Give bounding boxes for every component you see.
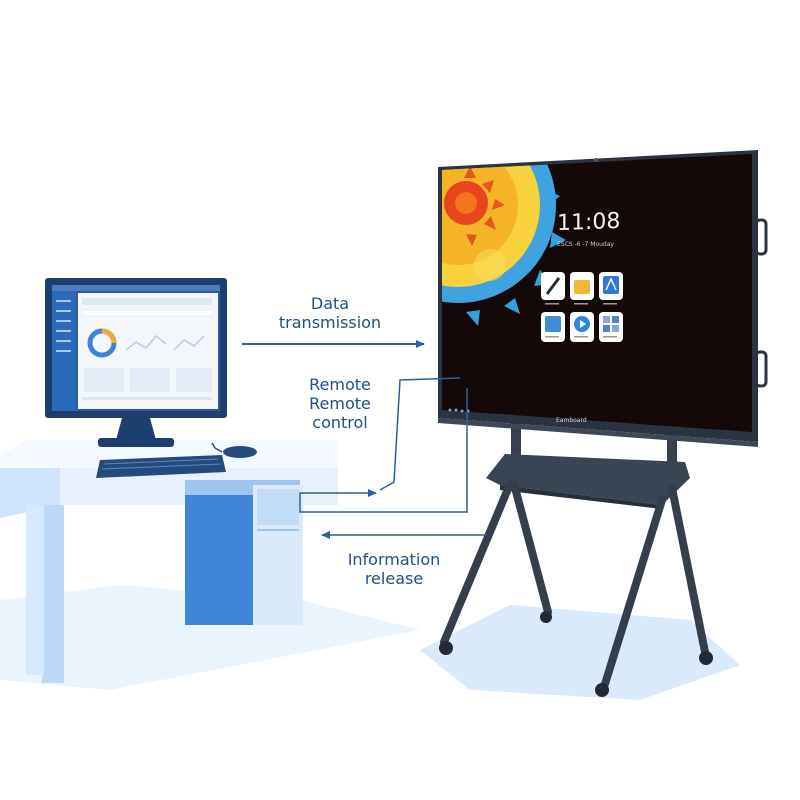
- mouse: [223, 446, 257, 458]
- remote-control-arrow: [379, 377, 461, 491]
- data-transmission-line2: transmission: [278, 313, 382, 332]
- stand-floor-shadow: [420, 605, 740, 700]
- desk-floor-shadow: [0, 585, 420, 690]
- mouse-cable: [211, 442, 223, 453]
- screen-clock: 11:08: [557, 208, 621, 237]
- information-release-line1: Information: [347, 550, 441, 569]
- app-grid: [541, 272, 623, 342]
- information-release-label: Information release: [329, 550, 459, 588]
- remote-control-line3: control: [312, 413, 368, 432]
- mobile-stand: [439, 418, 713, 697]
- display-brand: Eamboard: [556, 417, 587, 424]
- data-transmission-label: Data transmission: [265, 294, 395, 332]
- remote-control-line1: Remote: [309, 375, 371, 394]
- desk-cabinet-side: [185, 495, 255, 625]
- remote-control-label: Remote Remote control: [290, 375, 390, 432]
- remote-control-line2: Remote: [309, 394, 371, 413]
- information-release-line2: release: [364, 569, 424, 588]
- desktop-monitor: [45, 278, 227, 447]
- data-transmission-line1: Data: [310, 294, 350, 313]
- screen-date: ESCS -6 -7 Mouday: [557, 241, 614, 248]
- flow-arrows: [242, 340, 487, 539]
